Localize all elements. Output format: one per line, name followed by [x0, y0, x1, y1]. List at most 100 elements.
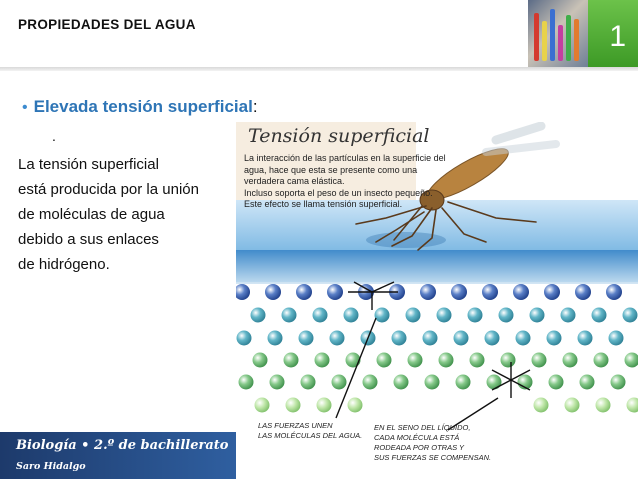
water-molecule — [498, 307, 514, 323]
water-molecule — [236, 284, 250, 300]
water-molecule — [252, 352, 268, 368]
water-molecules — [236, 284, 638, 413]
water-molecule — [345, 352, 361, 368]
water-molecule — [595, 397, 611, 413]
water-molecule — [515, 330, 531, 346]
water-molecule — [610, 374, 626, 390]
water-molecule — [254, 397, 270, 413]
caption-line: Este efecto se llama tensión superficial… — [244, 199, 403, 209]
water-molecule — [453, 330, 469, 346]
water-molecule — [285, 397, 301, 413]
body-paragraph: La tensión superficial está producida po… — [18, 152, 199, 277]
water-molecule — [283, 352, 299, 368]
water-molecule — [376, 352, 392, 368]
body-line: debido a sus enlaces — [18, 231, 159, 248]
water-molecule — [560, 307, 576, 323]
label-line: LAS FUERZAS UNEN — [258, 421, 333, 430]
water-molecule — [575, 284, 591, 300]
water-molecule — [529, 307, 545, 323]
water-molecule — [236, 330, 252, 346]
water-molecule — [393, 374, 409, 390]
water-molecule — [281, 307, 297, 323]
water-molecule — [577, 330, 593, 346]
water-molecule — [486, 374, 502, 390]
water-molecule — [343, 307, 359, 323]
water-molecule — [265, 284, 281, 300]
water-molecule — [298, 330, 314, 346]
water-molecule — [593, 352, 609, 368]
water-molecule — [455, 374, 471, 390]
water-molecule — [269, 374, 285, 390]
label-inner-forces: EN EL SENO DEL LÍQUIDO, CADA MOLÉCULA ES… — [374, 423, 491, 463]
water-molecule — [469, 352, 485, 368]
footer-bar — [0, 432, 236, 479]
body-line: La tensión superficial — [18, 156, 159, 173]
water-molecule — [438, 352, 454, 368]
water-molecule — [420, 284, 436, 300]
sub-bullet: . — [52, 128, 56, 144]
bullet-highlight: Elevada tensión superficial — [33, 97, 253, 116]
figure-caption: La interacción de las partículas en la s… — [244, 153, 446, 211]
water-molecule — [314, 352, 330, 368]
water-molecule — [329, 330, 345, 346]
water-molecule — [531, 352, 547, 368]
surface-tension-illustration — [236, 122, 638, 431]
water-molecule — [327, 284, 343, 300]
label-line: CADA MOLÉCULA ESTÁ — [374, 433, 460, 442]
caption-line: Incluso soporta el peso de un insecto pe… — [244, 187, 433, 198]
water-molecule — [451, 284, 467, 300]
bullet-heading: • Elevada tensión superficial: — [22, 97, 258, 117]
water-molecule — [238, 374, 254, 390]
slide-title: PROPIEDADES DEL AGUA — [18, 17, 196, 32]
footer-course: Biología • 2.º de bachillerato — [16, 438, 229, 453]
bullet-suffix: : — [252, 97, 258, 116]
mosquito-icon — [355, 122, 560, 251]
caption-line: agua, hace que esta se presente como una — [244, 164, 418, 175]
water-molecule — [626, 397, 638, 413]
water-molecule — [362, 374, 378, 390]
label-line: RODEADA POR OTRAS Y — [374, 443, 465, 452]
water-molecule — [500, 352, 516, 368]
water-molecule — [467, 307, 483, 323]
water-molecule — [436, 307, 452, 323]
water-molecule — [316, 397, 332, 413]
slide-number-badge: 1 — [588, 0, 638, 67]
water-molecule — [250, 307, 266, 323]
header-divider — [0, 67, 638, 71]
water-molecule — [374, 307, 390, 323]
water-molecule — [482, 284, 498, 300]
label-line: SUS FUERZAS SE COMPENSAN. — [374, 453, 492, 462]
water-molecule — [513, 284, 529, 300]
figure-title: Tensión superficial — [248, 125, 430, 147]
water-molecule — [407, 352, 423, 368]
label-line: LAS MOLÉCULAS DEL AGUA. — [258, 431, 363, 440]
water-molecule — [579, 374, 595, 390]
caption-line: La interacción de las partículas en la s… — [244, 153, 446, 163]
water-molecule — [422, 330, 438, 346]
water-molecule — [424, 374, 440, 390]
water-molecule — [405, 307, 421, 323]
water-molecule — [622, 307, 638, 323]
water-molecule — [300, 374, 316, 390]
caption-box — [236, 122, 416, 204]
water-molecule — [624, 352, 638, 368]
water-molecule — [296, 284, 312, 300]
water-molecule — [312, 307, 328, 323]
caption-line: verdadera cama elástica. — [244, 176, 345, 186]
footer-author: Saro Hidalgo — [16, 461, 86, 472]
water-molecule — [606, 284, 622, 300]
force-arrows — [335, 281, 531, 431]
water-molecule — [347, 397, 363, 413]
water-edge — [236, 250, 638, 284]
water-molecule — [331, 374, 347, 390]
test-tubes-image — [528, 0, 588, 67]
label-surface-forces: LAS FUERZAS UNEN LAS MOLÉCULAS DEL AGUA. — [258, 421, 362, 441]
water-molecule — [608, 330, 624, 346]
water-molecule — [267, 330, 283, 346]
bullet-icon: • — [22, 99, 28, 116]
water-molecule — [546, 330, 562, 346]
slide-number: 1 — [609, 20, 626, 53]
label-line: EN EL SENO DEL LÍQUIDO, — [374, 423, 471, 432]
water-molecule — [544, 284, 560, 300]
body-line: está producida por la unión — [18, 181, 199, 198]
